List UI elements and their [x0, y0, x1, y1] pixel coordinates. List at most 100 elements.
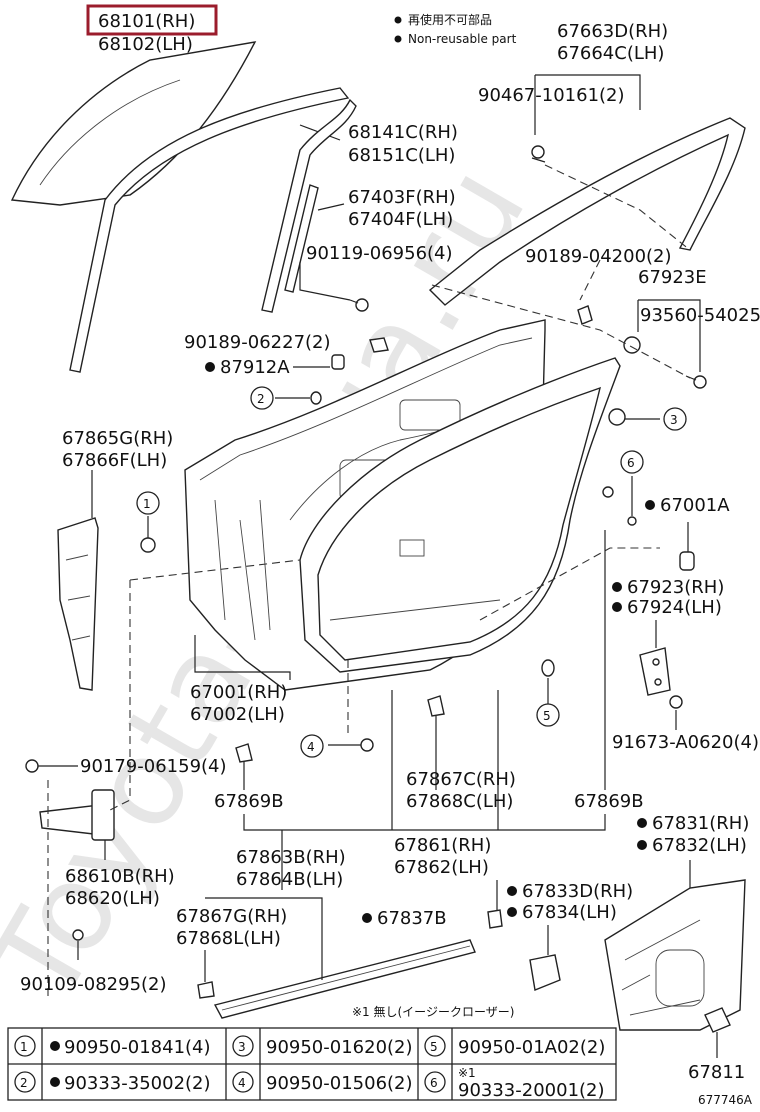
label-door-rh[interactable]: 67001(RH) — [190, 682, 287, 703]
table-cell[interactable]: 90950-01A02(2) — [458, 1037, 605, 1058]
label-run-rh[interactable]: 68141C(RH) — [348, 122, 458, 143]
plug-4[interactable] — [360, 738, 374, 752]
label-check-rh[interactable]: 68610B(RH) — [65, 866, 175, 887]
label-hinge-rh[interactable]: 67923(RH) — [627, 577, 724, 598]
table-circle-4 — [232, 1071, 254, 1093]
nonreusable-dot-icon — [645, 500, 655, 510]
clip-67869b-left[interactable] — [235, 743, 253, 763]
label-seal-c-lh[interactable]: 67868C(LH) — [406, 791, 513, 812]
nonreusable-dot-icon — [637, 818, 647, 828]
hole-plug-6[interactable] — [627, 516, 637, 526]
label-door-lh[interactable]: 67002(LH) — [190, 704, 285, 725]
label-weather-rh[interactable]: 67403F(RH) — [348, 187, 456, 208]
label-87912a[interactable]: 87912A — [220, 357, 290, 378]
bolt-90179[interactable] — [25, 759, 39, 773]
figure-code: 677746A — [698, 1093, 753, 1107]
fastener-table: 1 90950-01841(4) 3 90950-01620(2) 5 9095… — [7, 1027, 617, 1101]
label-mold-rh[interactable]: 67865G(RH) — [62, 428, 173, 449]
screw-90467[interactable] — [531, 145, 546, 163]
table-num: 2 — [20, 1076, 28, 1090]
label-clip-90189a[interactable]: 90189-04200(2) — [525, 246, 672, 267]
table-cell[interactable]: 90333-20001(2) — [458, 1080, 605, 1101]
label-bolt-90119[interactable]: 90119-06956(4) — [306, 243, 453, 264]
rocker-molding[interactable] — [213, 939, 476, 1019]
label-check-lh[interactable]: 68620(LH) — [65, 888, 160, 909]
label-67001a[interactable]: 67001A — [660, 495, 730, 516]
screw-6[interactable] — [602, 486, 614, 498]
seal-87912a[interactable] — [331, 354, 345, 370]
label-hinge-lh[interactable]: 67924(LH) — [627, 597, 722, 618]
label-cover-rh[interactable]: 67831(RH) — [652, 813, 749, 834]
door-weatherstrip-upper[interactable] — [261, 98, 357, 313]
table-cell[interactable]: 90950-01620(2) — [266, 1037, 413, 1058]
label-run-lh[interactable]: 68151C(LH) — [348, 145, 455, 166]
ref-circle-2 — [250, 386, 274, 410]
label-seal-g-rh[interactable]: 67867G(RH) — [176, 906, 287, 927]
label-glass-lh[interactable]: 68102(LH) — [98, 34, 193, 55]
door-inner-cover[interactable] — [604, 879, 746, 1031]
nonreusable-dot-icon — [50, 1077, 60, 1087]
label-ws-rh[interactable]: 67861(RH) — [394, 835, 491, 856]
label-clip-90189b[interactable]: 90189-06227(2) — [184, 332, 331, 353]
table-num: 5 — [430, 1040, 438, 1054]
clip-67837b[interactable] — [487, 909, 503, 929]
label-seal-g-lh[interactable]: 67868L(LH) — [176, 928, 281, 949]
label-weather-lh[interactable]: 67404F(LH) — [348, 209, 453, 230]
plug-1[interactable] — [140, 537, 156, 553]
glass-run[interactable] — [69, 87, 350, 373]
bolt-90109[interactable] — [72, 929, 84, 941]
label-mold-lh[interactable]: 67866F(LH) — [62, 450, 167, 471]
label-bolt-90179[interactable]: 90179-06159(4) — [80, 756, 227, 777]
plug-3[interactable] — [608, 408, 626, 426]
label-67869b-right[interactable]: 67869B — [574, 791, 644, 812]
label-mold-b-rh[interactable]: 67863B(RH) — [236, 847, 346, 868]
label-cover-lh[interactable]: 67832(LH) — [652, 835, 747, 856]
bolt-91673[interactable] — [669, 695, 683, 709]
table-cell[interactable]: 90950-01841(4) — [64, 1037, 211, 1058]
label-mold-b-lh[interactable]: 67864B(LH) — [236, 869, 343, 890]
table-circle-3 — [232, 1035, 254, 1057]
label-service-lh[interactable]: 67834(LH) — [522, 902, 617, 923]
table-cell[interactable]: 90950-01506(2) — [266, 1073, 413, 1094]
service-hole-cover[interactable] — [529, 954, 561, 991]
clip-90189-04200[interactable] — [577, 305, 593, 325]
table-num: 6 — [430, 1076, 438, 1090]
ref-num-3: 3 — [670, 413, 678, 427]
label-glass-rh[interactable]: 68101(RH) — [98, 11, 195, 32]
plug-2[interactable] — [310, 391, 322, 405]
nonreusable-dot-icon — [612, 602, 622, 612]
table-circle-2 — [14, 1071, 36, 1093]
label-screw-93560[interactable]: 93560-54025 — [640, 305, 760, 326]
table-cell[interactable]: 90333-35002(2) — [64, 1073, 211, 1094]
ref-circle-6 — [620, 450, 644, 474]
label-service-rh[interactable]: 67833D(RH) — [522, 881, 633, 902]
label-67837b[interactable]: 67837B — [377, 908, 447, 929]
door-check[interactable] — [39, 789, 115, 841]
table-circle-5 — [424, 1035, 446, 1057]
label-bolt-90109[interactable]: 90109-08295(2) — [20, 974, 167, 995]
clip-90189-06227[interactable] — [369, 337, 389, 353]
nonreusable-dot-icon — [50, 1041, 60, 1051]
part-67923e[interactable] — [623, 336, 641, 354]
door-glass[interactable] — [10, 41, 257, 206]
clip-67867c[interactable] — [427, 695, 445, 717]
bolt-90119[interactable] — [349, 298, 369, 312]
door-hinge[interactable] — [639, 647, 671, 696]
label-seal-c-rh[interactable]: 67867C(RH) — [406, 769, 516, 790]
label-67811[interactable]: 67811 — [688, 1062, 745, 1083]
plug-5[interactable] — [541, 659, 555, 677]
window-frame-molding[interactable] — [428, 117, 746, 306]
label-67923e[interactable]: 67923E — [638, 267, 707, 288]
ref-num-4: 4 — [307, 740, 315, 754]
label-screw-90467[interactable]: 90467-10161(2) — [478, 85, 625, 106]
tape-67811[interactable] — [704, 1007, 731, 1033]
label-frame-rh[interactable]: 67663D(RH) — [557, 21, 668, 42]
highlight-box — [86, 4, 218, 36]
plug-67001a[interactable] — [679, 551, 695, 571]
label-bolt-91673[interactable]: 91673-A0620(4) — [612, 732, 759, 753]
door-outside-molding[interactable] — [57, 517, 99, 691]
clip-67867g[interactable] — [197, 981, 215, 999]
label-ws-lh[interactable]: 67862(LH) — [394, 857, 489, 878]
label-frame-lh[interactable]: 67664C(LH) — [557, 43, 664, 64]
label-67869b-left[interactable]: 67869B — [214, 791, 284, 812]
